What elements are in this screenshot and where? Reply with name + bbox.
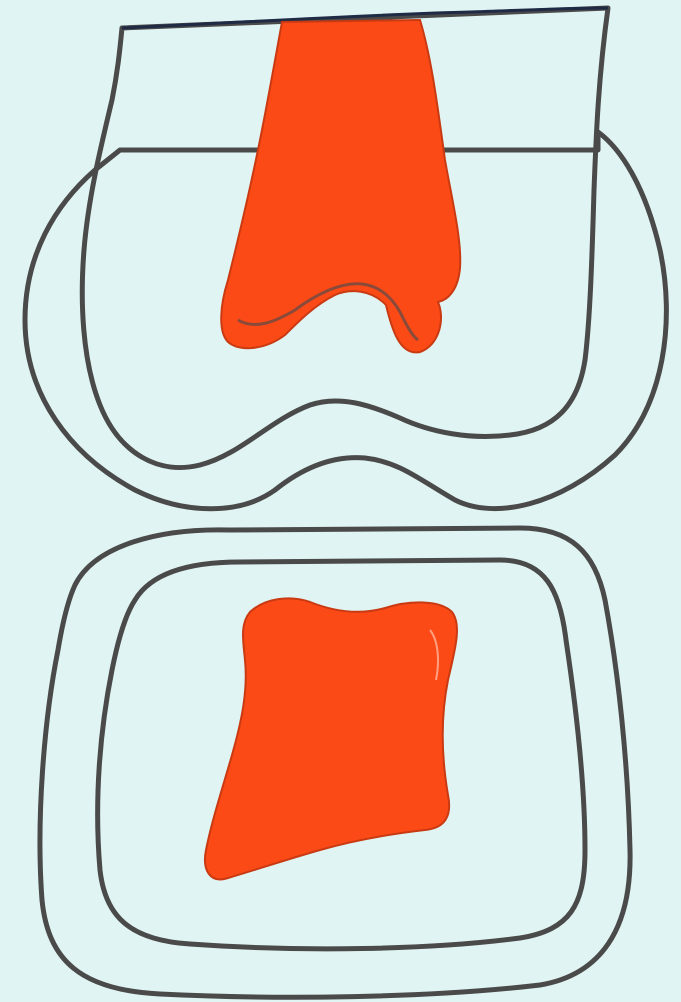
lower-lesion: [205, 598, 457, 879]
upper-bone: [25, 8, 666, 509]
upper-lesion: [221, 20, 460, 352]
lower-bone: [40, 528, 630, 997]
